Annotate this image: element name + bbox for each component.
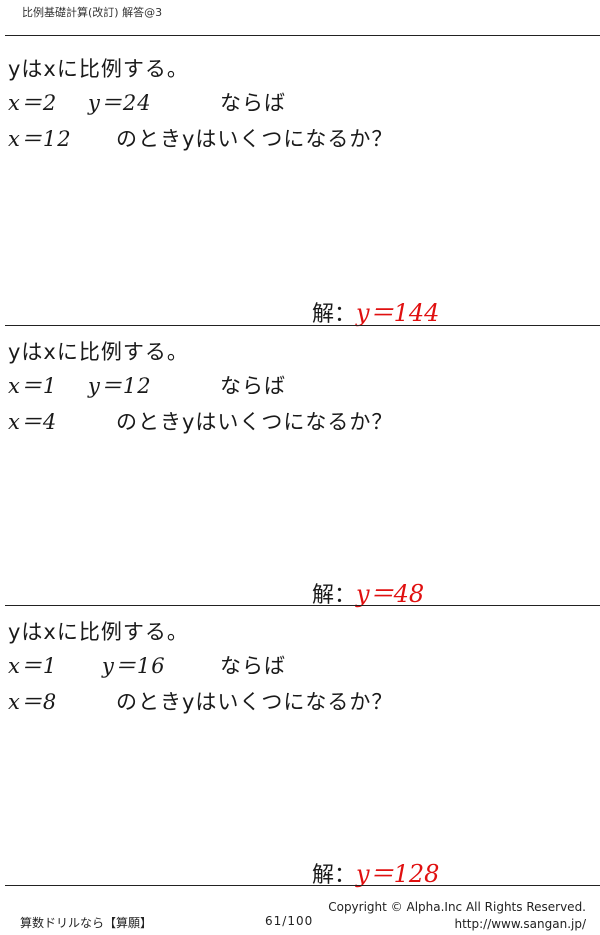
worksheet-title: 比例基礎計算(改訂) 解答@3 bbox=[22, 6, 163, 19]
answer-label: 解： bbox=[312, 863, 357, 888]
answer: 解：y＝128 bbox=[312, 854, 439, 889]
given-line: x＝1 y＝12 ならば bbox=[8, 370, 568, 398]
given-suffix: ならば bbox=[220, 91, 286, 115]
answer: 解：y＝48 bbox=[312, 574, 424, 609]
answer: 解：y＝144 bbox=[312, 293, 439, 328]
answer-value: y＝128 bbox=[356, 860, 440, 888]
site-url: http://www.sangan.jp/ bbox=[454, 917, 586, 931]
given-x: x＝2 bbox=[8, 91, 58, 115]
bottom-divider bbox=[5, 885, 600, 886]
ask-x: x＝12 bbox=[8, 127, 72, 151]
problem-1: yはxに比例する。 x＝2 y＝24 ならば x＝12 のときyはいくつになるか… bbox=[0, 45, 600, 328]
divider bbox=[5, 325, 600, 326]
answer-value: y＝48 bbox=[356, 580, 425, 608]
given-suffix: ならば bbox=[220, 654, 286, 678]
given-y: y＝24 bbox=[88, 91, 152, 115]
ask-text: のときyはいくつになるか？ bbox=[116, 690, 394, 714]
ask-x: x＝8 bbox=[8, 690, 58, 714]
answer-label: 解： bbox=[312, 302, 357, 327]
answer-label: 解： bbox=[312, 583, 357, 608]
ask-x: x＝4 bbox=[8, 410, 58, 434]
given-x: x＝1 bbox=[8, 654, 58, 678]
given-suffix: ならば bbox=[220, 374, 286, 398]
problem-3: yはxに比例する。 x＝1 y＝16 ならば x＝8 のときyはいくつになるか？… bbox=[0, 608, 600, 888]
question-line: x＝4 のときyはいくつになるか？ bbox=[8, 406, 568, 434]
copyright-notice: Copyright © Alpha.Inc All Rights Reserve… bbox=[328, 900, 586, 914]
question-line: x＝12 のときyはいくつになるか？ bbox=[8, 123, 568, 151]
problem-statement: yはxに比例する。 bbox=[8, 620, 189, 644]
ask-text: のときyはいくつになるか？ bbox=[116, 127, 394, 151]
given-y: y＝16 bbox=[102, 654, 166, 678]
top-divider bbox=[5, 35, 600, 36]
question-line: x＝8 のときyはいくつになるか？ bbox=[8, 686, 568, 714]
answer-value: y＝144 bbox=[356, 299, 440, 327]
given-line: x＝2 y＝24 ならば bbox=[8, 87, 568, 115]
given-x: x＝1 bbox=[8, 374, 58, 398]
problem-2: yはxに比例する。 x＝1 y＝12 ならば x＝4 のときyはいくつになるか？… bbox=[0, 328, 600, 608]
page-number: 61/100 bbox=[265, 914, 314, 928]
given-y: y＝12 bbox=[88, 374, 152, 398]
divider bbox=[5, 605, 600, 606]
problem-statement: yはxに比例する。 bbox=[8, 340, 189, 364]
footer-brand: 算数ドリルなら【算願】 bbox=[20, 916, 153, 930]
problem-statement: yはxに比例する。 bbox=[8, 57, 189, 81]
given-line: x＝1 y＝16 ならば bbox=[8, 650, 568, 678]
ask-text: のときyはいくつになるか？ bbox=[116, 410, 394, 434]
